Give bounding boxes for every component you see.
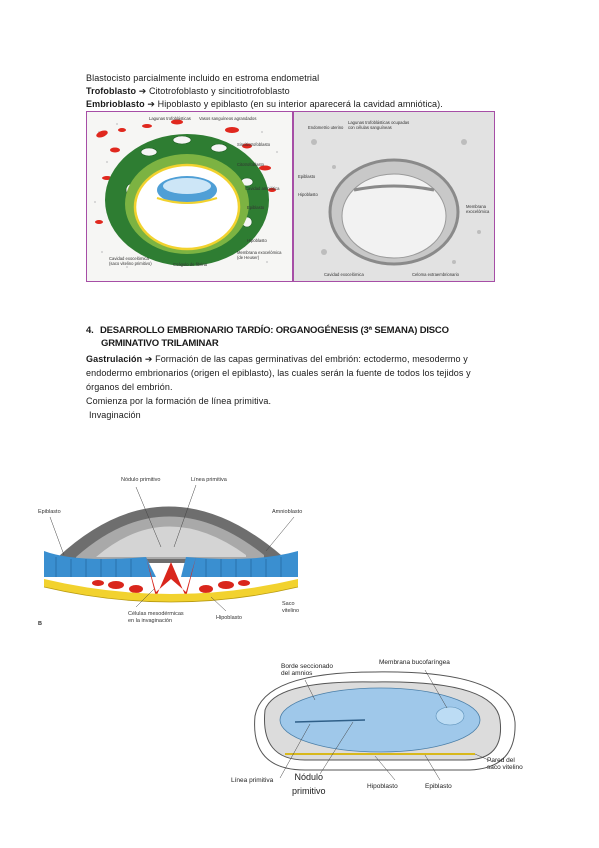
- section-4-line-4: Comienza por la formación de línea primi…: [86, 396, 272, 406]
- label-pared: Pared del: [487, 757, 515, 764]
- label-saco-2: vitelino: [282, 608, 299, 614]
- label-coagulo: Coágulo de fibrina: [173, 262, 208, 267]
- label-epiblasto-d: Epiblasto: [425, 783, 452, 790]
- section-4-line-3: órganos del embrión.: [86, 382, 173, 392]
- label-hipoblasto: Hipoblasto: [247, 238, 267, 243]
- label-borde-2: del amnios: [281, 670, 313, 677]
- nodulo-note-line-1: Nódulo: [294, 772, 324, 782]
- label-membrana-r: Membrana: [466, 204, 487, 209]
- embryonic-disc-illustration: Borde seccionado del amnios Membrana buc…: [225, 650, 545, 800]
- label-celulas: Células mesodérmicas: [128, 611, 184, 617]
- label-endometrio: Endometrio uterino: [308, 125, 344, 130]
- label-membrana: Membrana exocelómica: [237, 250, 282, 255]
- section-4-line-5: Invaginación: [89, 410, 141, 420]
- trofoblasto-term: Trofoblasto: [86, 86, 137, 96]
- label-lagunas: Lagunas trofoblásticas: [149, 116, 191, 121]
- section-number: 4.: [86, 325, 94, 336]
- label-saco: Saco: [282, 601, 295, 607]
- label-cav-amnio: Cavidad amniótica: [245, 186, 280, 191]
- section-title-line-1: DESARROLLO EMBRIONARIO TARDÍO: ORGANOGÉN…: [100, 325, 449, 336]
- blastocyst-illustration: Lagunas trofoblásticas Vasos sanguíneos …: [86, 111, 293, 282]
- label-membrana-bucofaringea: Membrana bucofaríngea: [379, 659, 450, 666]
- label-nodulo-primitivo: Nódulo primitivo: [121, 477, 160, 483]
- label-membrana-r-2: exocelómica: [466, 209, 490, 214]
- label-celulas-2: en la invaginación: [128, 618, 172, 624]
- label-cav-exo-2: (saco vitelino primitivo): [109, 261, 152, 266]
- arrow-icon: ➔: [147, 99, 155, 109]
- gastrulation-illustration: Nódulo primitivo Línea primitiva Epiblas…: [36, 467, 310, 632]
- label-vasos: Vasos sanguíneos agrandados: [199, 116, 256, 121]
- label-hipoblasto-r: Hipoblasto: [298, 192, 318, 197]
- label-linea-primitiva: Línea primitiva: [191, 477, 228, 483]
- section-title-line-2: GRMINATIVO TRILAMINAR: [101, 338, 219, 349]
- label-citotrofo: Citotrofoblasto: [237, 162, 265, 167]
- arrow-icon: ➔: [144, 354, 153, 364]
- label-epiblasto-g: Epiblasto: [38, 509, 61, 515]
- section-4-line-2: endodermo embrionarios (origen el epibla…: [86, 368, 471, 378]
- section-4-heading: 4. DESARROLLO EMBRIONARIO TARDÍO: ORGANOG…: [86, 324, 449, 350]
- embrioblasto-text: Hipoblasto y epiblasto (en su interior a…: [157, 99, 443, 109]
- gastrulacion-text: Formación de las capas germinativas del …: [155, 354, 468, 364]
- label-cav-exo-r: Cavidad exocelómica: [324, 272, 364, 277]
- nodulo-note: Nódulo primitivo: [292, 770, 326, 798]
- label-sincitio: Sincitiotrofoblasto: [237, 142, 271, 147]
- label-pared-2: saco vitelino: [487, 764, 523, 771]
- intro-line-3: Embrioblasto ➔ Hipoblasto y epiblasto (e…: [86, 99, 443, 110]
- label-linea-primitiva-d: Línea primitiva: [231, 777, 274, 784]
- label-cav-exo: Cavidad exocelómica: [109, 256, 149, 261]
- label-hipoblasto-g: Hipoblasto: [216, 615, 242, 621]
- label-lagunas-r-2: con células sanguíneas: [348, 125, 392, 130]
- label-membrana-2: (de Heuser): [237, 255, 260, 260]
- label-epiblasto-r: Epiblasto: [298, 174, 316, 179]
- label-borde: Borde seccionado: [281, 663, 333, 670]
- blastocyst-micrograph: Lagunas trofoblásticas ocupadas con célu…: [293, 111, 495, 282]
- intro-line-2: Trofoblasto ➔ Citotrofoblasto y sincitio…: [86, 86, 290, 97]
- gastrulacion-term: Gastrulación: [86, 354, 143, 364]
- label-epiblasto: Epiblasto: [247, 205, 265, 210]
- arrow-icon: ➔: [138, 86, 147, 96]
- label-lagunas-r: Lagunas trofoblásticas ocupadas: [348, 120, 409, 125]
- gastrulacion-line: Gastrulación ➔ Formación de las capas ge…: [86, 354, 468, 365]
- panel-letter: B: [38, 621, 42, 627]
- trofoblasto-text: Citotrofoblasto y sincitiotrofoblasto: [148, 86, 290, 96]
- embrioblasto-term: Embrioblasto: [86, 99, 145, 109]
- nodulo-note-line-2: primitivo: [292, 786, 326, 796]
- label-amnioblasto: Amnioblasto: [272, 509, 302, 515]
- intro-line-1: Blastocisto parcialmente incluido en est…: [86, 73, 320, 83]
- label-hipoblasto-d: Hipoblasto: [367, 783, 398, 790]
- label-celoma: Celoma extraembrionario: [412, 272, 460, 277]
